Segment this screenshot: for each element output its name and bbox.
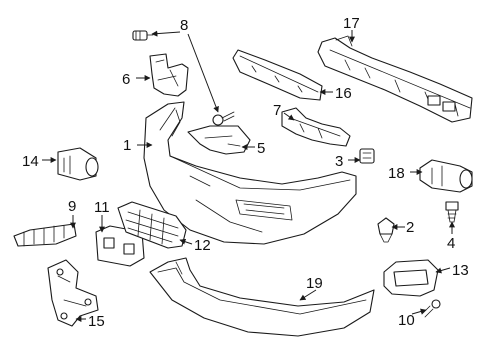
callout-7: 7 <box>273 102 281 119</box>
callout-1: 1 <box>123 137 131 154</box>
leader-19 <box>299 289 317 301</box>
leader-12 <box>179 238 193 245</box>
callout-16: 16 <box>335 85 352 102</box>
callout-11: 11 <box>94 199 110 216</box>
callout-2: 2 <box>406 219 414 236</box>
part-4-screw[interactable] <box>445 201 459 223</box>
part-9-retainer[interactable] <box>13 223 77 247</box>
part-12-grille[interactable] <box>117 201 187 249</box>
leader-8a <box>151 30 181 37</box>
part-10-screw[interactable] <box>421 299 441 318</box>
callout-4: 4 <box>447 235 455 252</box>
callout-15: 15 <box>88 313 105 330</box>
leader-10 <box>411 308 427 315</box>
callout-12: 12 <box>194 237 211 254</box>
part-18-fog-light[interactable] <box>419 159 473 193</box>
callout-5: 5 <box>257 140 265 157</box>
part-3-clip[interactable] <box>359 148 375 164</box>
callout-3: 3 <box>335 153 343 170</box>
callout-6: 6 <box>122 71 130 88</box>
callout-14: 14 <box>22 153 39 170</box>
callout-9: 9 <box>68 198 76 215</box>
part-11-bezel[interactable] <box>95 225 145 267</box>
callout-18: 18 <box>388 165 405 182</box>
part-17-reinforcement-beam[interactable] <box>317 35 473 123</box>
part-8-screw[interactable] <box>212 111 235 126</box>
callout-lines <box>42 30 455 322</box>
callout-13: 13 <box>452 262 469 279</box>
part-2-push-clip[interactable] <box>377 217 395 243</box>
part-7-side-bracket[interactable] <box>281 107 351 147</box>
part-14-sensor[interactable] <box>57 147 99 181</box>
callout-19: 19 <box>306 275 323 292</box>
leader-8b <box>187 33 219 113</box>
callout-8: 8 <box>180 17 188 34</box>
callout-numbers: 1 2 3 4 5 6 7 8 9 10 11 12 13 14 15 16 1… <box>22 15 469 330</box>
part-8-clip[interactable] <box>132 30 154 41</box>
callout-10: 10 <box>398 312 415 329</box>
leader-13 <box>435 267 451 274</box>
part-13-fog-bezel[interactable] <box>383 259 439 297</box>
callout-17: 17 <box>343 15 360 32</box>
part-16-absorber[interactable] <box>232 49 323 101</box>
part-5-cover[interactable] <box>187 125 251 155</box>
part-19-lower-spoiler[interactable] <box>149 257 375 337</box>
part-6-bracket[interactable] <box>149 53 189 97</box>
part-15-lower-bracket[interactable] <box>47 259 99 327</box>
leader-7 <box>283 112 295 121</box>
